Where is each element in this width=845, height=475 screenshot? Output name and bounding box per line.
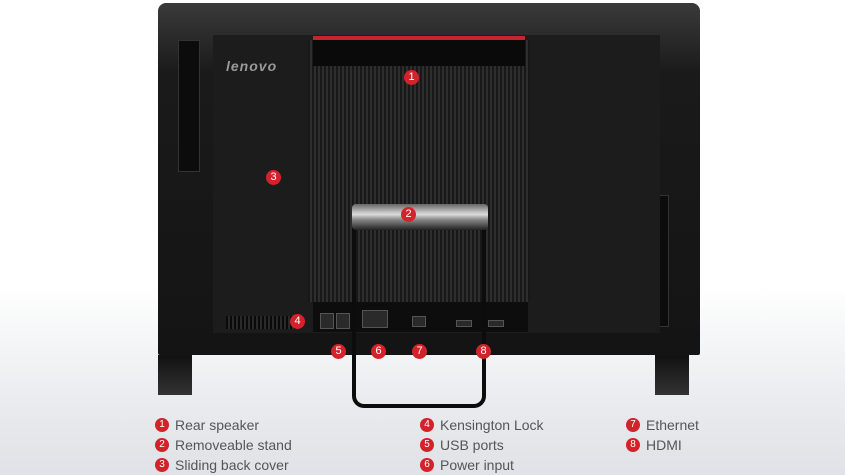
legend-item: 6 Power input bbox=[420, 457, 514, 473]
legend-marker: 7 bbox=[626, 418, 640, 432]
marker-7: 7 bbox=[412, 344, 427, 359]
legend-marker: 6 bbox=[420, 458, 434, 472]
legend-item: 3 Sliding back cover bbox=[155, 457, 289, 473]
legend-label: Rear speaker bbox=[175, 417, 260, 433]
legend-marker: 5 bbox=[420, 438, 434, 452]
marker-3: 3 bbox=[266, 170, 281, 185]
marker-6: 6 bbox=[371, 344, 386, 359]
marker-8: 8 bbox=[476, 344, 491, 359]
power-port bbox=[362, 310, 388, 328]
legend-marker: 2 bbox=[155, 438, 169, 452]
legend-label: USB ports bbox=[440, 437, 504, 453]
legend-item: 1 Rear speaker bbox=[155, 417, 259, 433]
legend-marker: 8 bbox=[626, 438, 640, 452]
legend-item: 7 Ethernet bbox=[626, 417, 699, 433]
legend-item: 5 USB ports bbox=[420, 437, 504, 453]
usb-port bbox=[336, 313, 350, 329]
stand-loop bbox=[352, 228, 486, 408]
legend-marker: 3 bbox=[155, 458, 169, 472]
marker-5: 5 bbox=[331, 344, 346, 359]
legend-marker: 4 bbox=[420, 418, 434, 432]
ethernet-port bbox=[412, 316, 426, 327]
legend-label: HDMI bbox=[646, 437, 682, 453]
side-vent bbox=[226, 316, 298, 329]
rear-speaker bbox=[313, 36, 525, 66]
vent-grille bbox=[308, 40, 530, 302]
right-foot bbox=[655, 355, 689, 395]
legend-label: Power input bbox=[440, 457, 514, 473]
lenovo-logo: lenovo bbox=[226, 58, 278, 74]
marker-4: 4 bbox=[290, 314, 305, 329]
stand-handle bbox=[352, 204, 488, 230]
usb-port bbox=[320, 313, 334, 329]
legend-marker: 1 bbox=[155, 418, 169, 432]
marker-1: 1 bbox=[404, 70, 419, 85]
legend-label: Removeable stand bbox=[175, 437, 292, 453]
legend-item: 8 HDMI bbox=[626, 437, 682, 453]
legend-label: Kensington Lock bbox=[440, 417, 544, 433]
legend-label: Sliding back cover bbox=[175, 457, 289, 473]
left-foot bbox=[158, 355, 192, 395]
left-slot bbox=[178, 40, 200, 172]
hdmi-port bbox=[488, 320, 504, 327]
marker-2: 2 bbox=[401, 207, 416, 222]
hdmi-port bbox=[456, 320, 472, 327]
legend-item: 4 Kensington Lock bbox=[420, 417, 544, 433]
legend-label: Ethernet bbox=[646, 417, 699, 433]
legend-item: 2 Removeable stand bbox=[155, 437, 292, 453]
